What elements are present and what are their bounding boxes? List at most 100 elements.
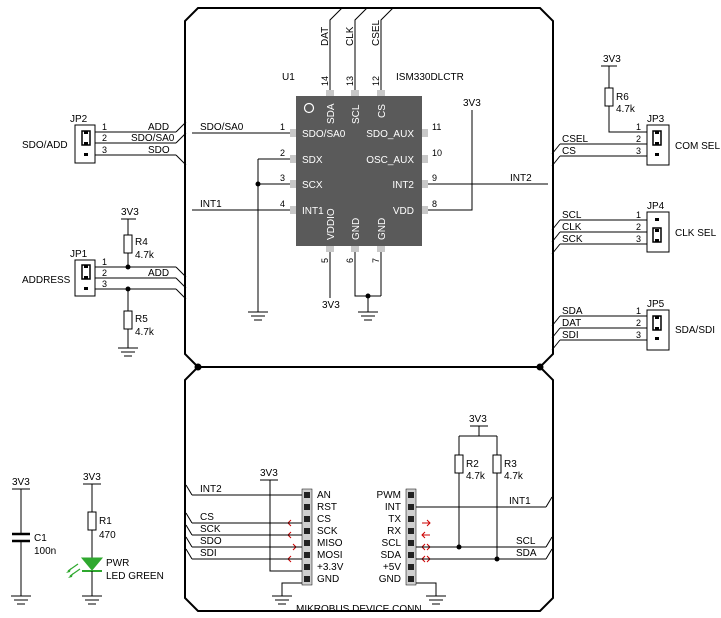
mb-pin-rst: RST: [317, 502, 337, 513]
pin-number: 1: [102, 122, 107, 132]
resistor-r4: 3V3 R4 4.7k: [121, 207, 155, 270]
mb-pin-sda: SDA: [380, 550, 401, 561]
pin-number: 6: [345, 258, 355, 263]
vdd-supply-label: 3V3: [463, 98, 481, 109]
mb-pin-pwm: PWM: [377, 490, 401, 501]
resistor-r5: R5 4.7k: [118, 286, 155, 357]
pin-number: 14: [320, 76, 330, 86]
net-label-scl: SCL: [516, 536, 536, 547]
r4-supply-label: 3V3: [121, 207, 139, 218]
pin-number: 2: [102, 268, 107, 278]
c1-ref: C1: [34, 533, 47, 544]
u1-pin-10: 10 OSC_AUX: [366, 148, 442, 166]
jp5-label: SDA/SDI: [675, 325, 715, 336]
r4-ref: R4: [135, 237, 148, 248]
r3-value: 4.7k: [504, 471, 524, 482]
mb-pin-mosi: MOSI: [317, 550, 343, 561]
mikrobus-left-header: [301, 488, 313, 586]
u1-pin-12: 12 CS CSEL: [371, 7, 394, 118]
mb-pin-scl: SCL: [382, 538, 402, 549]
net-label-dat: DAT: [320, 27, 331, 46]
pin-name: SDA: [326, 103, 337, 124]
pin-name: INT2: [392, 180, 414, 191]
pin-number: 7: [371, 258, 381, 263]
u1-body: [296, 96, 422, 246]
junction: [255, 181, 261, 187]
vddio-supply-label: 3V3: [322, 300, 340, 311]
jp3-label: COM SEL: [675, 141, 720, 152]
mb-pin-sck: SCK: [317, 526, 338, 537]
jp3-ref: JP3: [647, 114, 665, 125]
u1-pin-2: 2 SDX: [258, 148, 323, 166]
pin-name: SDO_AUX: [366, 129, 414, 140]
pin-number: 4: [280, 199, 285, 209]
junction: [536, 363, 544, 371]
net-label-int1: INT1: [200, 199, 222, 210]
u1-pin-5: 5 VDDIO 3V3: [320, 208, 340, 311]
net-label-int2: INT2: [200, 484, 222, 495]
pin-number: 3: [102, 145, 107, 155]
net-label-scl: SCL: [562, 210, 582, 221]
mb-pin-tx: TX: [388, 514, 401, 525]
r6-value: 4.7k: [616, 104, 636, 115]
ground-icon: [272, 595, 292, 605]
mikrobus-right-header: [405, 488, 417, 586]
jp2-label: SDO/ADD: [22, 140, 68, 151]
u1-pin-9: 9 INT2: [392, 173, 548, 191]
net-label-int2: INT2: [510, 173, 532, 184]
r1-supply-label: 3V3: [83, 472, 101, 483]
pin-number: 1: [636, 122, 641, 132]
pin-number: 2: [636, 318, 641, 328]
net-label-sdi: SDI: [562, 330, 579, 341]
pin-number: 3: [102, 279, 107, 289]
u1-pin-11: 11 SDO_AUX: [366, 122, 441, 140]
led-value: LED GREEN: [106, 571, 164, 582]
mb-supply-label: 3V3: [260, 468, 278, 479]
pin-number: 8: [432, 199, 437, 209]
pin-number: 3: [280, 173, 285, 183]
u1-pin-7: 7 GND: [371, 218, 388, 296]
u1-pin-14: 14 SDA DAT: [320, 7, 343, 124]
pin-number: 2: [636, 222, 641, 232]
jp1-ref: JP1: [70, 249, 88, 260]
pin-number: 5: [320, 258, 330, 263]
net-label-sda: SDA: [516, 548, 537, 559]
net-label-sdo: SDO: [148, 145, 170, 156]
pin-name: SDO/SA0: [302, 129, 346, 140]
pin-number: 12: [371, 76, 381, 86]
mb-pin-cs: CS: [317, 514, 331, 525]
jp2-body: [74, 124, 96, 164]
net-label-cs: CS: [562, 146, 576, 157]
r2-value: 4.7k: [466, 471, 486, 482]
u1-pin-1: 1 SDO/SA0: [192, 122, 346, 140]
jp5-ref: JP5: [647, 299, 665, 310]
mb-pin-miso: MISO: [317, 538, 343, 549]
pin-number: 1: [102, 257, 107, 267]
jp3-body: [646, 124, 670, 166]
pin-name: INT1: [302, 206, 324, 217]
section-frame: [184, 7, 554, 612]
net-label-sdo-sa0: SDO/SA0: [131, 133, 175, 144]
mb-pin-rx: RX: [387, 526, 401, 537]
jp1-label: ADDRESS: [22, 275, 71, 286]
u1-ref: U1: [282, 72, 295, 83]
r5-ref: R5: [135, 314, 148, 325]
jp5-body: [646, 309, 670, 351]
net-label-sdo: SDO: [200, 536, 222, 547]
pin-number: 11: [432, 122, 441, 132]
pin-name: SDX: [302, 155, 323, 166]
u1-pin-6: 6 GND: [345, 218, 381, 297]
jumper-jp3: JP3 COM SEL 1 2 3 CSEL CS: [551, 114, 720, 167]
mb-pin-5v: +5V: [383, 562, 401, 573]
net-label-clk: CLK: [562, 222, 582, 233]
jumper-jp1: JP1 ADDRESS 1 2 3 ADD: [22, 249, 187, 300]
r6-supply-label: 3V3: [603, 54, 621, 65]
u1-pin-13: 13 SCL CLK: [345, 7, 368, 124]
ground-icon: [118, 347, 138, 357]
c1-supply-label: 3V3: [12, 477, 30, 488]
pin-name: SCL: [351, 104, 362, 124]
jumper-jp2: JP2 SDO/ADD 1 2 3 ADD SDO/SA0 SDO: [22, 114, 187, 166]
jumper-jp4: JP4 CLK SEL 1 2 3 SCL CLK SCK: [551, 201, 717, 255]
ground-icon: [11, 595, 31, 605]
net-label-sdo-sa0: SDO/SA0: [200, 122, 244, 133]
